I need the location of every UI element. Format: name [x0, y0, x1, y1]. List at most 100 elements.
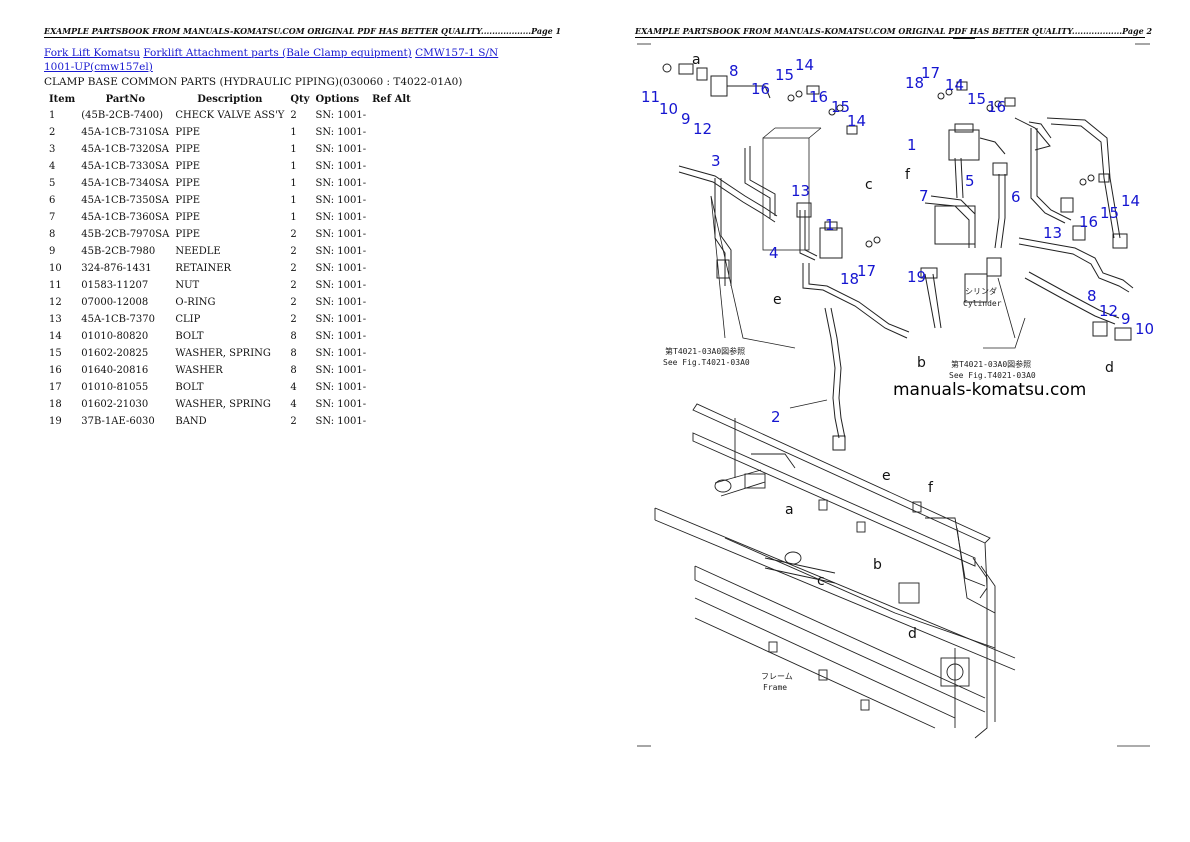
diagram-note: See Fig.T4021-03A0	[949, 371, 1036, 380]
cell-options: SN: 1001-	[315, 314, 367, 325]
cell-item: 6	[49, 195, 56, 206]
cell-item: 4	[49, 161, 56, 172]
cell-item: 16	[49, 365, 62, 376]
cell-partno: 45A-1CB-7330SA	[81, 161, 170, 172]
cell-ref-alt	[369, 124, 414, 141]
callout-number: 8	[1087, 287, 1097, 305]
cell-description: PIPE	[175, 144, 201, 155]
column-header-qty: Qty	[290, 93, 310, 105]
table-header-row: Item PartNo Description Qty Options Ref …	[44, 91, 414, 107]
callout-letter: b	[873, 557, 882, 573]
cell-qty: 1	[290, 161, 297, 172]
cell-item: 17	[49, 382, 62, 393]
cell-qty: 2	[290, 297, 297, 308]
callout-letter: f	[905, 167, 910, 183]
callout-number: 5	[965, 172, 975, 190]
cell-partno: 324-876-1431	[81, 263, 152, 274]
diagram-note: 第T4021-03A0図参照	[665, 347, 746, 356]
cell-partno: 45B-2CB-7970SA	[81, 229, 170, 240]
cell-ref-alt	[369, 175, 414, 192]
callout-letter: a	[785, 502, 794, 518]
parts-table: Item PartNo Description Qty Options Ref …	[44, 91, 414, 430]
breadcrumb-link-fork-lift[interactable]: Fork Lift Komatsu	[44, 47, 140, 59]
cell-ref-alt	[369, 328, 414, 345]
cell-qty: 2	[290, 229, 297, 240]
cell-options: SN: 1001-	[315, 110, 367, 121]
cell-ref-alt	[369, 158, 414, 175]
cell-description: RETAINER	[175, 263, 232, 274]
callout-number: 18	[840, 270, 860, 288]
cell-ref-alt	[369, 107, 414, 124]
cell-item: 18	[49, 399, 62, 410]
callout-number: 1	[825, 216, 835, 234]
callout-number: 14	[1121, 192, 1141, 210]
cell-ref-alt	[369, 294, 414, 311]
cell-description: PIPE	[175, 195, 201, 206]
cell-description: NEEDLE	[175, 246, 221, 257]
cell-ref-alt	[369, 243, 414, 260]
cell-partno: 45A-1CB-7370	[81, 314, 155, 325]
cell-options: SN: 1001-	[315, 127, 367, 138]
cell-partno: 45A-1CB-7360SA	[81, 212, 170, 223]
cell-item: 15	[49, 348, 62, 359]
cell-partno: 45B-2CB-7980	[81, 246, 156, 257]
cell-qty: 4	[290, 382, 297, 393]
cell-options: SN: 1001-	[315, 297, 367, 308]
cell-qty: 2	[290, 416, 297, 427]
callout-number: 6	[1011, 188, 1021, 206]
cell-item: 5	[49, 178, 56, 189]
cell-ref-alt	[369, 413, 414, 430]
cell-ref-alt	[369, 260, 414, 277]
breadcrumb-link-attachment[interactable]: Forklift Attachment parts (Bale Clamp eq…	[143, 47, 412, 59]
cell-item: 1	[49, 110, 56, 121]
callout-number: 1	[907, 136, 917, 154]
cell-description: PIPE	[175, 212, 201, 223]
callout-number: 16	[987, 98, 1007, 116]
breadcrumb-link-model[interactable]: CMW157-1 S/N 1001-UP(cmw157el)	[44, 47, 499, 73]
callout-letter: e	[773, 292, 782, 308]
cell-description: PIPE	[175, 178, 201, 189]
callout-number: 11	[641, 88, 661, 106]
callout-number: 17	[857, 262, 877, 280]
cell-partno: (45B-2CB-7400)	[81, 110, 164, 121]
cell-options: SN: 1001-	[315, 331, 367, 342]
cell-partno: 45A-1CB-7310SA	[81, 127, 170, 138]
corner-marks	[637, 38, 1150, 747]
cell-item: 9	[49, 246, 56, 257]
cell-partno: 45A-1CB-7350SA	[81, 195, 170, 206]
cell-item: 13	[49, 314, 62, 325]
cell-partno: 45A-1CB-7340SA	[81, 178, 170, 189]
column-header-description: Description	[197, 93, 263, 105]
cell-item: 10	[49, 263, 62, 274]
callout-number: 15	[831, 98, 851, 116]
cell-partno: 01010-80820	[81, 331, 149, 342]
cell-options: SN: 1001-	[315, 365, 367, 376]
right-valve-assembly	[920, 81, 1134, 349]
column-header-ref-alt: Ref Alt	[372, 93, 411, 105]
cell-partno: 01640-20816	[81, 365, 149, 376]
page-header: EXAMPLE PARTSBOOK FROM MANUALS-KOMATSU.C…	[44, 26, 562, 38]
callout-number: 8	[729, 62, 739, 80]
cell-ref-alt	[369, 209, 414, 226]
page-header: EXAMPLE PARTSBOOK FROM MANUALS-KOMATSU.C…	[635, 26, 1153, 38]
cell-description: PIPE	[175, 127, 201, 138]
cell-qty: 1	[290, 178, 297, 189]
callout-letter: d	[908, 626, 917, 642]
callout-number: 14	[847, 112, 867, 130]
cell-qty: 1	[290, 127, 297, 138]
cell-qty: 2	[290, 246, 297, 257]
callout-number: 10	[659, 100, 679, 118]
cell-qty: 2	[290, 263, 297, 274]
left-valve-assembly	[662, 63, 910, 451]
cell-ref-alt	[369, 226, 414, 243]
callout-letter: a	[692, 52, 701, 68]
cell-options: SN: 1001-	[315, 348, 367, 359]
cell-options: SN: 1001-	[315, 263, 367, 274]
cell-qty: 4	[290, 399, 297, 410]
